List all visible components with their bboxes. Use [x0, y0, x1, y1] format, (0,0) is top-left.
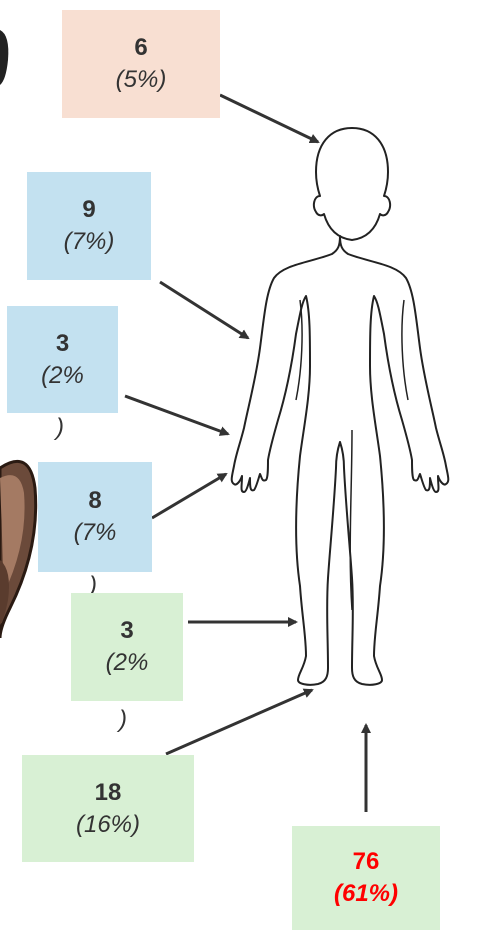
label-lower-leg: 3 (2%: [71, 593, 183, 701]
percent-wrist-tail: ): [56, 414, 64, 442]
percent-foot: (61%): [334, 878, 398, 910]
arrow-wrist: [125, 396, 228, 434]
body-torso-limbs: [232, 236, 449, 685]
count-hand: 8: [88, 485, 101, 517]
percent-wrist: (2%: [41, 360, 84, 392]
label-wrist: 3 (2%: [7, 306, 118, 413]
percent-lower-leg: (2%: [106, 647, 149, 679]
label-head: 6 (5%): [62, 10, 220, 118]
arrow-hand: [152, 474, 226, 518]
count-lower-leg: 3: [120, 615, 133, 647]
human-body-outline: [232, 128, 449, 685]
percent-ankle: (16%): [76, 809, 140, 841]
arrow-head: [220, 95, 318, 142]
label-foot: 76 (61%): [292, 826, 440, 930]
count-upper-arm: 9: [82, 194, 95, 226]
percent-head: (5%): [116, 64, 167, 96]
label-ankle: 18 (16%): [22, 755, 194, 862]
percent-hand: (7%: [74, 517, 117, 549]
count-head: 6: [134, 32, 147, 64]
arrow-upper-arm: [160, 282, 248, 338]
count-wrist: 3: [56, 328, 69, 360]
label-upper-arm: 9 (7%): [27, 172, 151, 280]
count-ankle: 18: [95, 777, 122, 809]
body-head: [314, 128, 390, 240]
percent-lower-leg-tail: ): [119, 706, 127, 734]
label-hand: 8 (7%: [38, 462, 152, 572]
arrow-ankle: [166, 690, 312, 754]
count-foot: 76: [353, 846, 380, 878]
percent-upper-arm: (7%): [64, 226, 115, 258]
